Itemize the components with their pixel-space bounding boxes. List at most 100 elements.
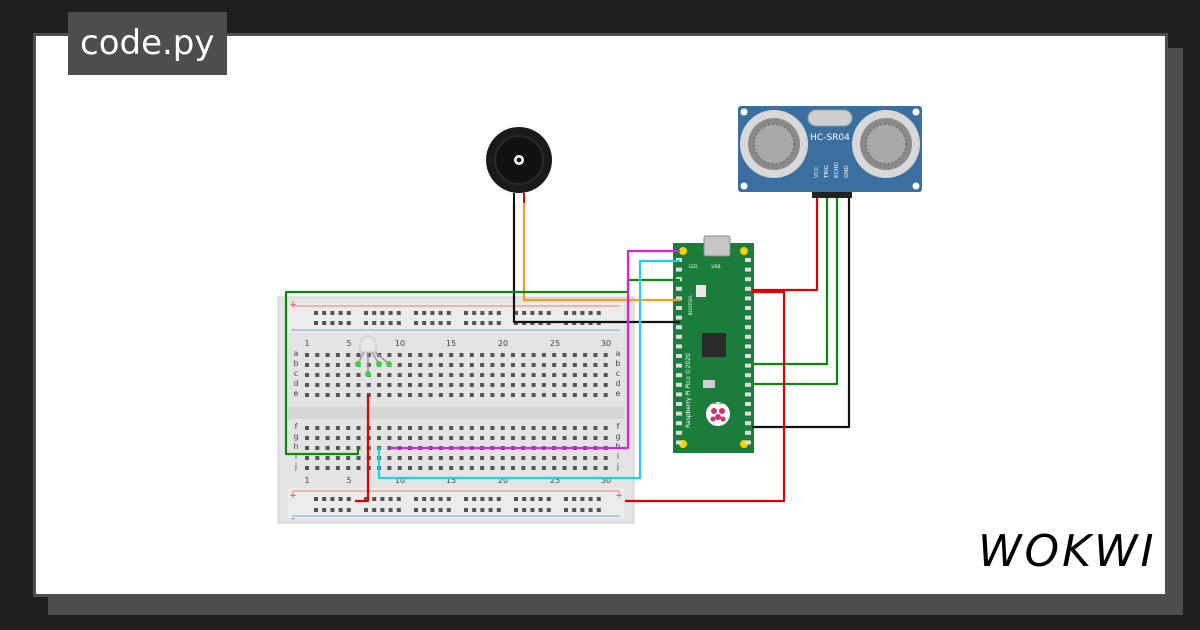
hole	[580, 497, 585, 501]
hole	[530, 508, 535, 512]
hole	[428, 373, 433, 377]
hole	[514, 497, 518, 501]
hole	[408, 383, 412, 387]
hole	[346, 393, 351, 397]
hole	[745, 382, 751, 387]
hole	[438, 508, 443, 512]
hole	[335, 436, 340, 440]
hole	[531, 353, 536, 357]
hole	[422, 497, 427, 501]
hole	[446, 508, 451, 512]
hole	[305, 363, 309, 367]
hole	[583, 466, 588, 470]
hole	[488, 311, 493, 315]
hole	[745, 258, 751, 262]
row-label: c	[616, 369, 620, 378]
hole	[564, 508, 568, 512]
hole	[305, 446, 309, 450]
hole	[583, 383, 588, 387]
hole	[603, 393, 608, 397]
hole	[546, 497, 551, 501]
wire-led-to-rail[interactable]	[355, 395, 370, 503]
hole	[596, 311, 601, 315]
hole	[588, 508, 593, 512]
hole	[562, 426, 567, 430]
hole	[315, 363, 320, 367]
hole	[372, 497, 377, 501]
hole	[676, 267, 682, 272]
ultrasonic-sensor[interactable]: HC-SR04 VCC TRIG ECHO GND	[738, 106, 922, 198]
piezo-buzzer[interactable]	[486, 127, 552, 203]
hole	[418, 393, 423, 397]
hole	[496, 497, 501, 501]
hole	[377, 373, 382, 377]
hole	[572, 508, 577, 512]
hole	[593, 436, 598, 440]
hole	[469, 383, 474, 387]
hole	[676, 411, 682, 416]
wire-sensor-echo[interactable]	[752, 198, 839, 386]
hole	[428, 393, 433, 397]
hole	[414, 311, 418, 315]
wire-sensor-gnd[interactable]	[752, 198, 851, 429]
hole	[745, 277, 751, 282]
hole	[325, 456, 330, 460]
hole	[438, 426, 443, 430]
hole	[325, 436, 330, 440]
wire-sensor-vcc[interactable]	[752, 198, 819, 292]
raspberry-pi-pico[interactable]: LED USB BOOTSEL Raspberry Pi Pico ©2020	[673, 235, 754, 453]
wire-power-rail[interactable]	[625, 290, 786, 503]
hole	[364, 508, 368, 512]
row-label: j	[616, 462, 619, 471]
breadboard[interactable]: 1 5 10 15 20 25 30 1 5 10 15 20 25 30 a …	[277, 296, 635, 524]
hole	[469, 393, 474, 397]
hole	[397, 353, 402, 357]
wire-sensor-trig[interactable]	[752, 198, 829, 366]
hole	[676, 363, 682, 368]
rgb-led[interactable]	[355, 335, 392, 377]
hole	[438, 497, 443, 501]
hole	[603, 353, 608, 357]
hole	[480, 508, 485, 512]
wire-led-green[interactable]	[389, 249, 680, 450]
hole	[530, 497, 535, 501]
wire-led-blue[interactable]	[377, 259, 680, 480]
hole	[472, 497, 477, 501]
hole	[500, 426, 505, 430]
hole	[480, 466, 485, 470]
hole	[322, 321, 327, 325]
hole	[418, 466, 423, 470]
hole	[438, 383, 443, 387]
hole	[562, 353, 567, 357]
col-label: 10	[395, 476, 405, 485]
row-label: b	[615, 359, 620, 368]
hole	[480, 373, 485, 377]
hole	[438, 311, 443, 315]
hole	[397, 373, 402, 377]
row-label: h	[615, 442, 620, 451]
hole	[330, 311, 335, 315]
hole	[552, 436, 557, 440]
hole	[676, 421, 682, 426]
hole	[335, 353, 340, 357]
hole	[346, 321, 351, 325]
hole	[552, 466, 557, 470]
hole	[305, 373, 309, 377]
hole	[315, 373, 320, 377]
hole	[449, 383, 454, 387]
file-tab[interactable]: code.py	[68, 12, 227, 75]
hole	[428, 383, 433, 387]
hole	[593, 456, 598, 460]
wire-buzzer-negative[interactable]	[512, 203, 680, 324]
hole	[380, 321, 385, 325]
hole	[521, 373, 526, 377]
hole	[449, 393, 454, 397]
hole	[676, 373, 682, 378]
hole	[562, 363, 567, 367]
hole	[480, 353, 485, 357]
hole	[572, 353, 577, 357]
pico-usb-label: USB	[711, 264, 720, 270]
hole	[480, 497, 485, 501]
hole	[418, 456, 423, 460]
hole	[408, 363, 412, 367]
